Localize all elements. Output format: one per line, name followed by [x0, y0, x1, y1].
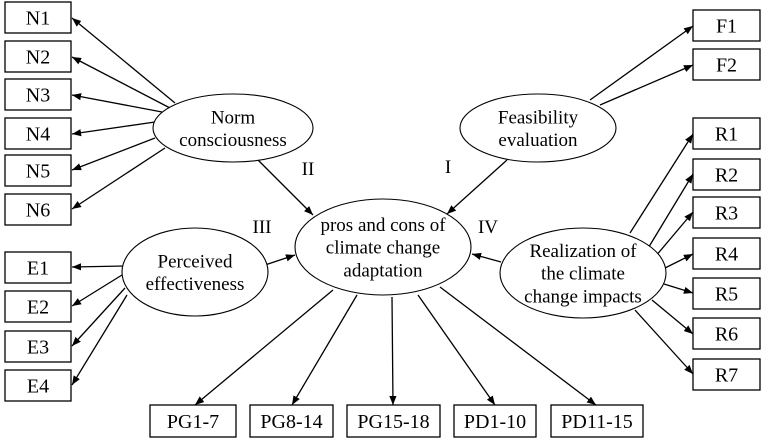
- arrow: [71, 147, 166, 210]
- indicator-box-n1: N1: [4, 1, 72, 34]
- arrow: [71, 93, 163, 113]
- indicator-label: R7: [715, 365, 738, 387]
- construct-label: pros and cons of: [320, 215, 446, 236]
- arrow: [71, 263, 126, 271]
- indicator-label: N6: [26, 200, 50, 222]
- construct-label: Realization of: [529, 241, 637, 262]
- arrow: [651, 299, 694, 335]
- arrow: [471, 252, 502, 263]
- indicator-label: R1: [715, 124, 738, 146]
- construct-label: Norm: [211, 107, 256, 128]
- arrow: [389, 296, 397, 406]
- indicator-label: PG8-14: [260, 411, 322, 433]
- arrow: [634, 309, 694, 375]
- path-label-i: I: [445, 157, 451, 178]
- indicator-label: F2: [716, 55, 737, 77]
- indicator-box-f2: F2: [692, 48, 761, 81]
- arrow: [589, 25, 694, 101]
- indicator-box-n2: N2: [4, 40, 72, 73]
- arrow: [439, 286, 597, 406]
- indicator-box-r2: R2: [692, 158, 761, 191]
- indicator-label: R6: [715, 324, 738, 346]
- indicator-label: R2: [715, 165, 738, 187]
- arrow: [71, 137, 156, 171]
- indicator-box-e3: E3: [4, 330, 72, 363]
- indicator-label: E3: [27, 337, 49, 359]
- indicator-label: N1: [26, 8, 50, 30]
- indicator-box-r5: R5: [692, 277, 761, 310]
- arrow: [71, 17, 176, 104]
- indicator-box-e4: E4: [4, 369, 72, 402]
- indicator-label: R3: [715, 203, 738, 225]
- arrow: [291, 294, 358, 406]
- indicator-box-r1: R1: [692, 117, 761, 150]
- indicator-label: R5: [715, 284, 738, 306]
- indicator-label: PD11-15: [561, 411, 632, 433]
- path-label-iii: III: [253, 217, 272, 238]
- indicator-box-pg8-14: PG8-14: [249, 404, 334, 438]
- arrow: [599, 64, 694, 106]
- indicator-box-pg15-18: PG15-18: [346, 404, 441, 438]
- indicator-label: N3: [26, 85, 50, 107]
- indicator-box-n3: N3: [4, 78, 72, 111]
- arrow: [417, 294, 496, 406]
- indicator-box-n4: N4: [4, 117, 72, 150]
- indicator-label: PG1-7: [167, 411, 219, 433]
- arrow: [257, 159, 314, 216]
- indicator-label: PG15-18: [357, 411, 429, 433]
- indicator-label: N4: [26, 124, 50, 146]
- indicator-label: E2: [27, 297, 49, 319]
- construct-label: the climate: [541, 264, 625, 285]
- indicator-box-f1: F1: [692, 9, 761, 42]
- arrow: [654, 211, 694, 258]
- indicator-box-pg1-7: PG1-7: [149, 404, 237, 438]
- indicator-label: N5: [26, 161, 50, 183]
- arrow: [646, 173, 694, 251]
- arrow: [664, 253, 694, 269]
- indicator-box-r4: R4: [692, 237, 761, 270]
- indicator-box-pd1-10: PD1-10: [453, 404, 537, 438]
- indicator-label: R4: [715, 244, 738, 266]
- indicator-box-r7: R7: [692, 358, 761, 391]
- arrow: [71, 287, 126, 347]
- construct-label: climate change: [326, 238, 440, 259]
- arrow: [71, 121, 156, 137]
- indicator-label: E1: [27, 258, 49, 280]
- construct-label: adaptation: [343, 260, 423, 281]
- arrow: [71, 56, 171, 109]
- indicator-label: E4: [27, 376, 49, 398]
- arrow: [71, 274, 123, 307]
- indicator-box-r6: R6: [692, 317, 761, 350]
- path-label-iv: IV: [478, 217, 498, 238]
- construct-label: Perceived: [158, 251, 233, 272]
- arrow: [71, 294, 128, 386]
- arrow: [446, 159, 508, 215]
- construct-label: Feasibility: [498, 107, 579, 128]
- indicator-label: N2: [26, 47, 50, 69]
- construct-label: change impacts: [524, 286, 642, 307]
- indicator-label: PD1-10: [464, 411, 526, 433]
- indicator-box-n6: N6: [4, 193, 72, 226]
- arrow: [629, 133, 694, 234]
- path-label-ii: II: [302, 159, 315, 180]
- indicator-box-n5: N5: [4, 154, 72, 187]
- arrow: [194, 289, 334, 406]
- indicator-box-e2: E2: [4, 290, 72, 323]
- indicator-label: F1: [716, 16, 737, 38]
- indicator-box-pd11-15: PD11-15: [550, 404, 644, 438]
- indicator-box-e1: E1: [4, 251, 72, 284]
- construct-label: effectiveness: [146, 274, 245, 295]
- indicator-box-r3: R3: [692, 196, 761, 229]
- construct-label: evaluation: [498, 130, 578, 151]
- arrow: [264, 254, 296, 266]
- construct-label: consciousness: [179, 130, 287, 151]
- arrow: [663, 283, 694, 294]
